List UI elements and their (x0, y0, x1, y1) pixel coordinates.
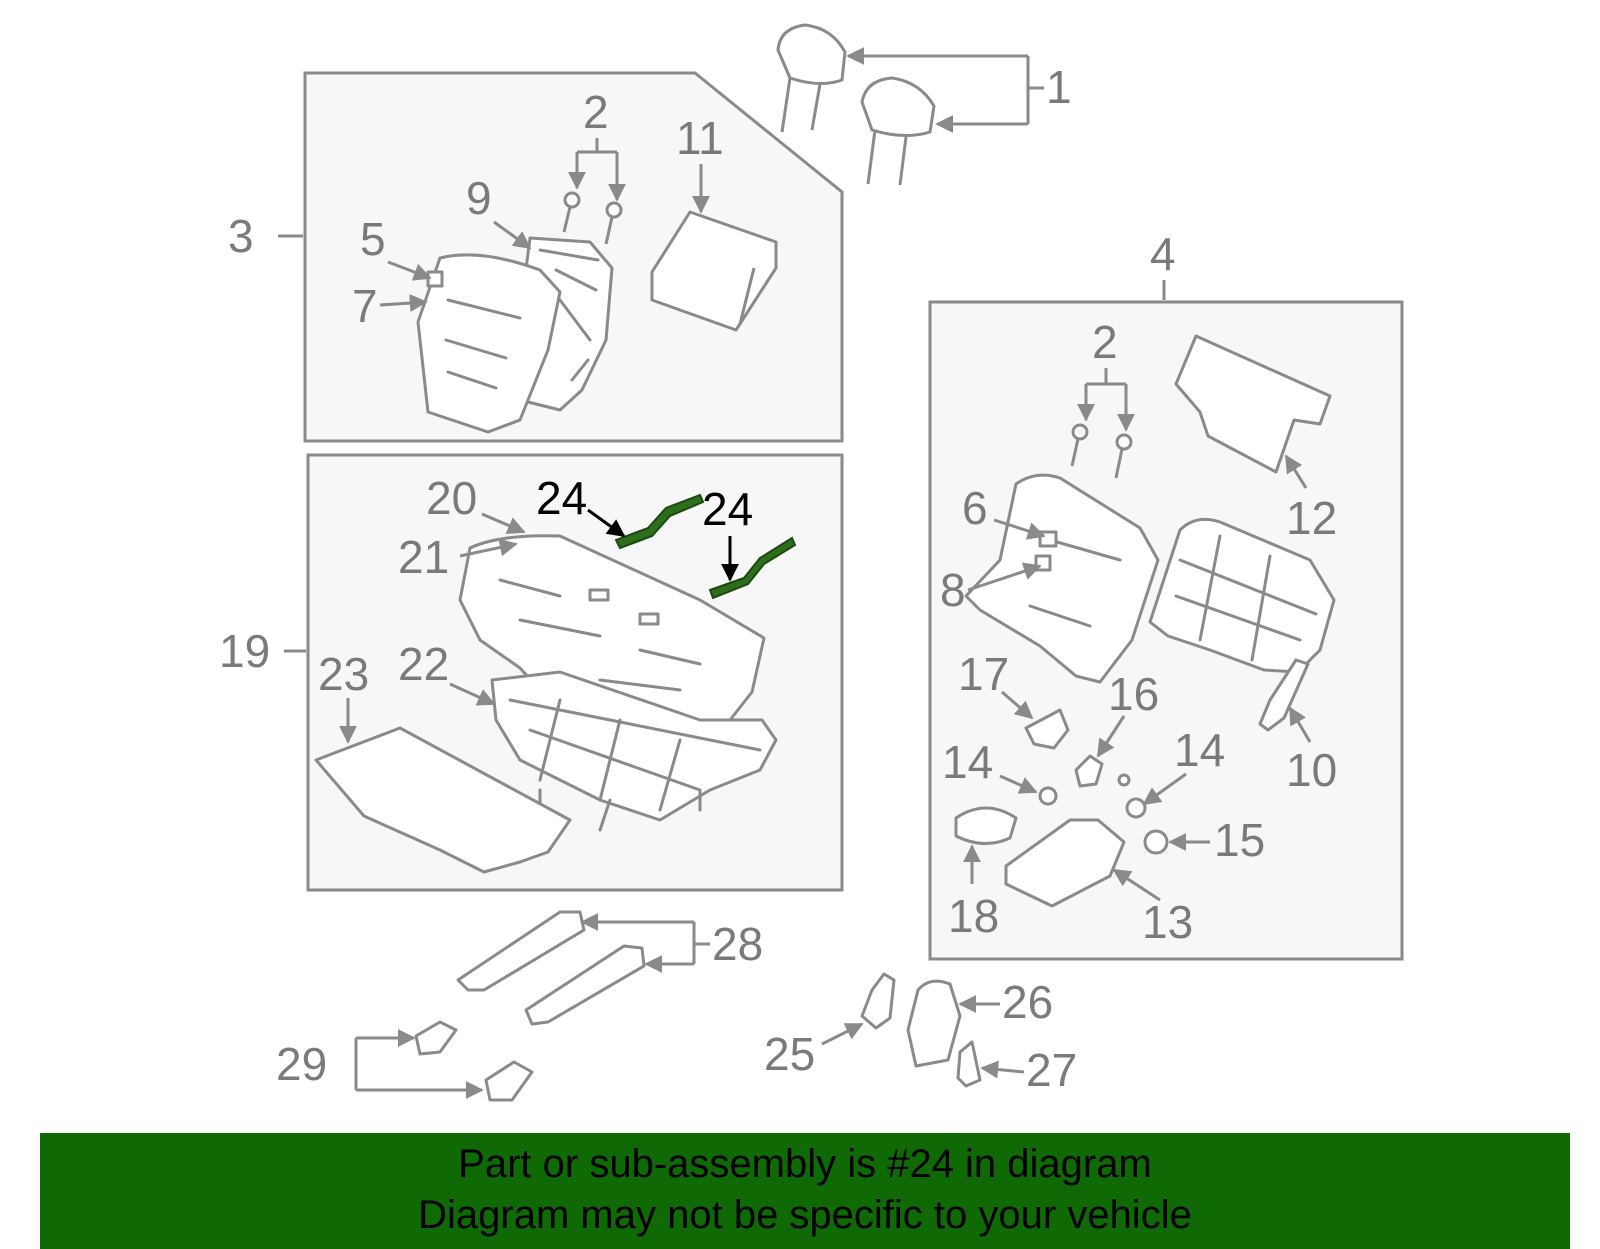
callout-21: 21 (398, 531, 449, 583)
callout-22: 22 (398, 638, 449, 690)
banner-line-1: Part or sub-assembly is #24 in diagram (458, 1142, 1152, 1186)
callout-28: 28 (712, 918, 763, 970)
callout-12: 12 (1286, 492, 1337, 544)
callout-6: 6 (962, 482, 988, 534)
callout-8: 8 (940, 564, 966, 616)
callout-16: 16 (1108, 668, 1159, 720)
small-parts-right (954, 708, 1169, 908)
callout-24-left: 24 (536, 472, 587, 524)
callout-11: 11 (676, 112, 724, 164)
callout-17: 17 (958, 648, 1009, 700)
callout-27: 27 (1026, 1044, 1077, 1096)
bolts-part-left (562, 191, 623, 245)
callout-25: 25 (764, 1028, 815, 1080)
callout-24-right: 24 (702, 483, 753, 535)
info-banner: Part or sub-assembly is #24 in diagram D… (40, 1133, 1570, 1249)
banner-line-2: Diagram may not be specific to your vehi… (418, 1193, 1192, 1237)
seatback-left-part (416, 236, 614, 434)
headrest-part (776, 23, 936, 186)
highlighted-part-24[interactable] (614, 493, 797, 600)
callout-10: 10 (1286, 744, 1337, 796)
callout-7: 7 (352, 280, 378, 332)
callout-29: 29 (276, 1038, 327, 1090)
cushion-frame-part (490, 670, 778, 832)
callout-18: 18 (948, 890, 999, 942)
callout-15: 15 (1214, 814, 1265, 866)
callout-9: 9 (466, 172, 492, 224)
bolts-part-right (1070, 423, 1133, 479)
callout-4: 4 (1150, 228, 1176, 280)
callout-26: 26 (1002, 976, 1053, 1028)
seatback-frame-right-part (1148, 517, 1336, 674)
seatback-cover-part (650, 210, 778, 332)
callout-2-left: 2 (583, 86, 609, 138)
callout-23: 23 (318, 648, 369, 700)
callout-2-right: 2 (1092, 316, 1118, 368)
callout-14-right: 14 (1174, 724, 1225, 776)
cushion-mat-part (314, 726, 572, 874)
callout-14-left: 14 (942, 736, 993, 788)
callout-20: 20 (426, 472, 477, 524)
callout-5: 5 (360, 213, 386, 265)
lever-part (1258, 658, 1310, 732)
callout-19: 19 (219, 625, 270, 677)
callout-13: 13 (1142, 896, 1193, 948)
rail-parts (414, 910, 982, 1102)
callout-1: 1 (1046, 61, 1072, 113)
callout-3: 3 (228, 210, 254, 262)
back-panel-part (1174, 334, 1332, 474)
